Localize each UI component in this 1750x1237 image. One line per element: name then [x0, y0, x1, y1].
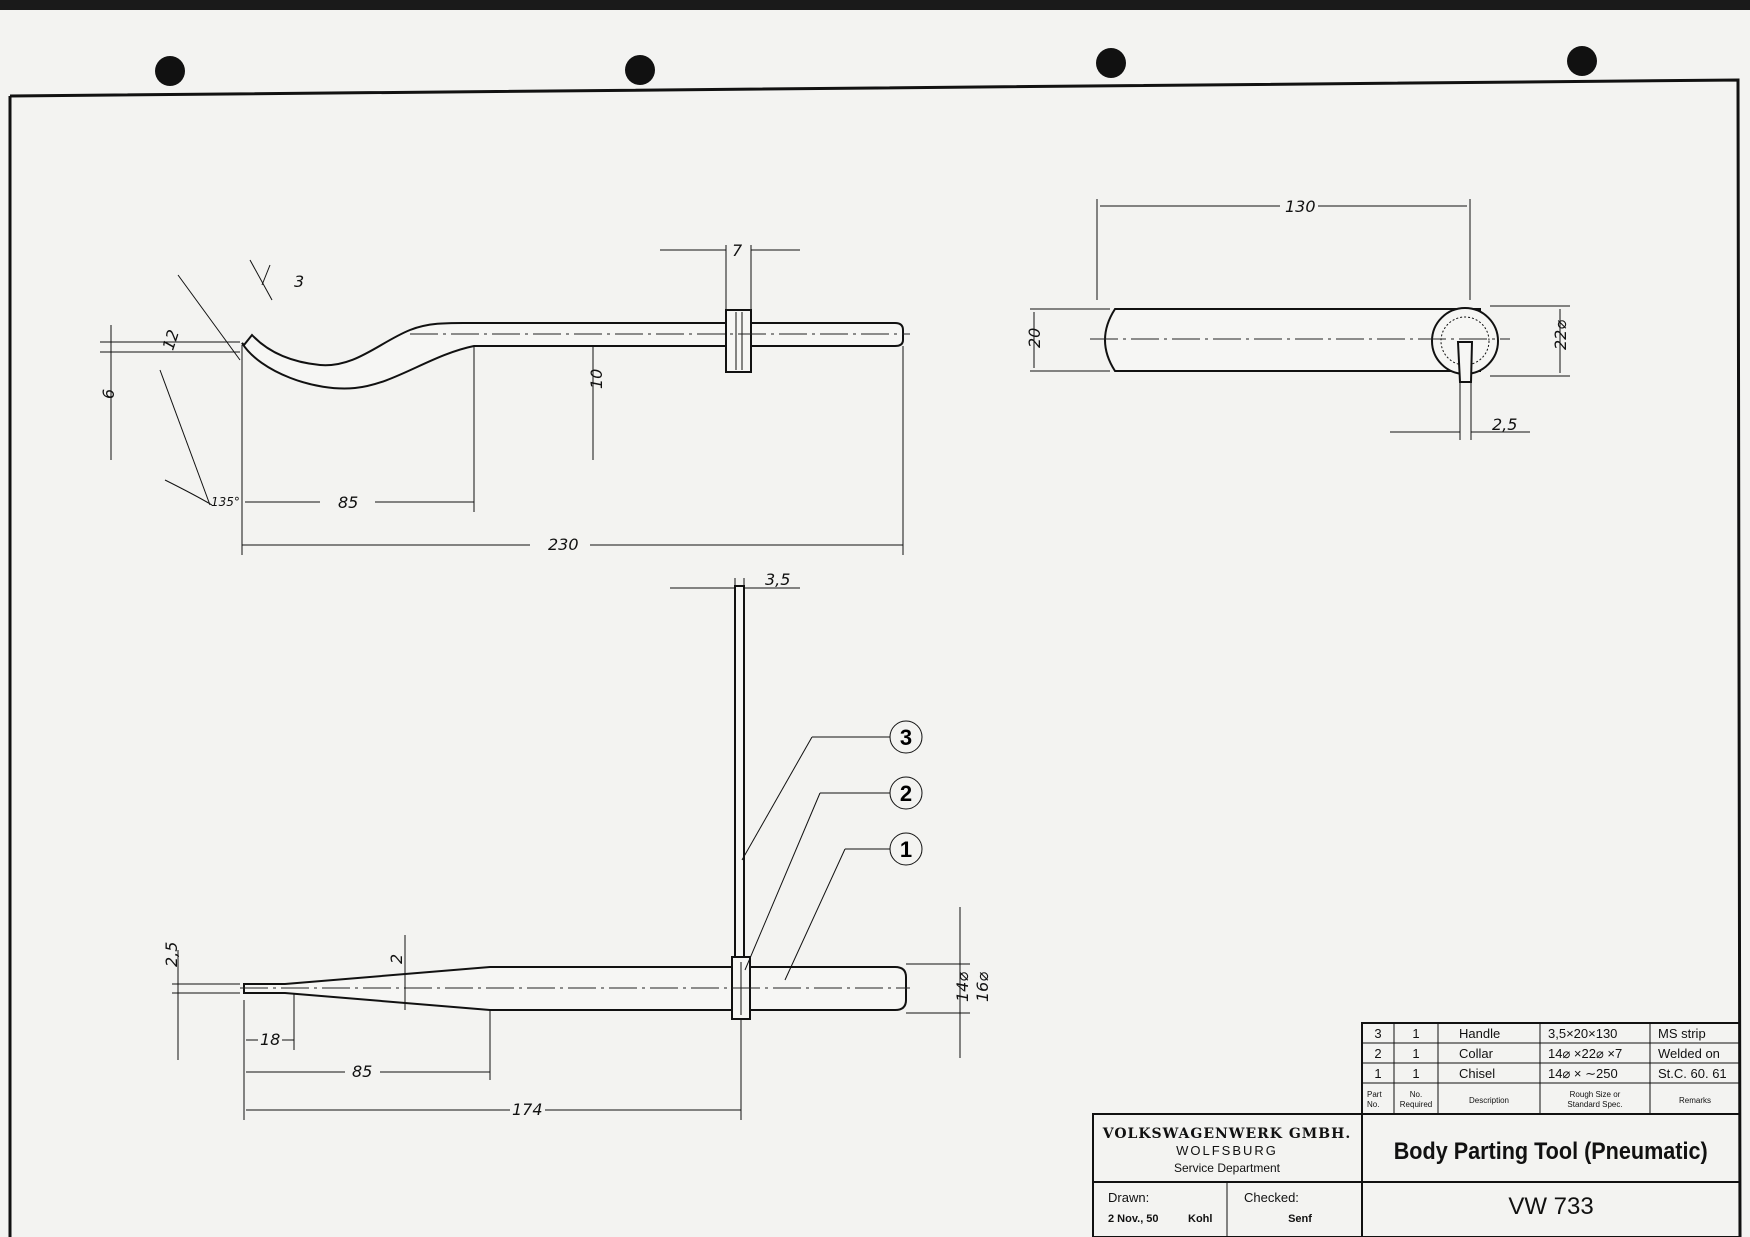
dim-end-25: 2,5 [1492, 415, 1517, 434]
svg-text:Standard Spec.: Standard Spec. [1567, 1100, 1622, 1109]
svg-text:Welded on: Welded on [1658, 1046, 1720, 1061]
drawn-date: 2 Nov., 50 [1108, 1213, 1159, 1225]
svg-text:1: 1 [1412, 1026, 1419, 1041]
collar-side [725, 309, 752, 373]
company-city: WOLFSBURG [1176, 1143, 1278, 1158]
dim-top-35: 3,5 [765, 570, 790, 589]
scan-top-edge [0, 0, 1750, 10]
dim-side-85: 85 [338, 493, 358, 512]
handle-top-view [734, 585, 745, 963]
svg-text:1: 1 [1412, 1066, 1419, 1081]
parts-row-2: 2 1 Collar 14⌀ ×22⌀ ×7 Welded on [1374, 1046, 1720, 1061]
svg-text:MS strip: MS strip [1658, 1026, 1706, 1041]
svg-text:3,5×20×130: 3,5×20×130 [1548, 1026, 1617, 1041]
dim-side-12: 12 [159, 327, 183, 352]
svg-text:No.: No. [1410, 1090, 1422, 1099]
drawn-label: Drawn: [1108, 1190, 1149, 1205]
chisel-body-side [241, 321, 904, 390]
parts-list-headers: Part No. No. Required Description Rough … [1367, 1090, 1711, 1109]
dim-side-230: 230 [548, 535, 579, 554]
dim-top-2: 2 [387, 954, 406, 964]
svg-text:1: 1 [1374, 1066, 1381, 1081]
svg-text:3: 3 [1374, 1026, 1381, 1041]
svg-text:Chisel: Chisel [1459, 1066, 1495, 1081]
svg-text:Remarks: Remarks [1679, 1096, 1711, 1105]
dim-side-6: 6 [99, 389, 118, 399]
dim-top-25: 2,5 [162, 942, 181, 967]
svg-text:Collar: Collar [1459, 1046, 1494, 1061]
punch-hole-4 [1567, 46, 1597, 76]
balloon-3: 3 [741, 720, 923, 861]
dim-top-16: 16⌀ [973, 972, 992, 1002]
dim-top-174: 174 [512, 1100, 543, 1119]
handle-end-view [1104, 308, 1481, 372]
svg-text:1: 1 [900, 837, 912, 862]
svg-text:2: 2 [1374, 1046, 1381, 1061]
svg-text:14⌀ × ∼250: 14⌀ × ∼250 [1548, 1066, 1618, 1081]
svg-text:No.: No. [1367, 1100, 1379, 1109]
svg-text:Handle: Handle [1459, 1026, 1500, 1041]
parts-list: 3 1 Handle 3,5×20×130 MS strip 2 1 Colla… [1361, 1022, 1741, 1115]
svg-text:3: 3 [900, 725, 912, 750]
dim-top-14: 14⌀ [953, 972, 972, 1002]
balloon-2: 2 [744, 776, 923, 971]
svg-text:14⌀ ×22⌀ ×7: 14⌀ ×22⌀ ×7 [1548, 1046, 1622, 1061]
balloon-1: 1 [784, 832, 923, 981]
sheet-border [8, 78, 1742, 1237]
dim-side-10: 10 [587, 369, 606, 389]
punch-hole-1 [155, 56, 185, 86]
parts-row-1: 1 1 Chisel 14⌀ × ∼250 St.C. 60. 61 [1374, 1066, 1726, 1081]
svg-text:Rough Size or: Rough Size or [1570, 1090, 1621, 1099]
svg-text:St.C. 60. 61: St.C. 60. 61 [1658, 1066, 1727, 1081]
svg-text:2: 2 [900, 781, 912, 806]
dim-side-7: 7 [732, 241, 743, 260]
end-view: 130 20 22⌀ 2,5 [1025, 197, 1570, 440]
dim-end-130: 130 [1285, 197, 1316, 216]
punch-hole-3 [1096, 48, 1126, 78]
dim-top-85: 85 [352, 1062, 372, 1081]
company-department: Service Department [1174, 1161, 1281, 1175]
dim-side-3: 3 [294, 272, 304, 291]
svg-text:Part: Part [1367, 1090, 1382, 1099]
drawn-by: Kohl [1188, 1213, 1212, 1225]
dim-end-22: 22⌀ [1551, 320, 1570, 350]
side-view: 3 12 6 10 7 85 230 135° [99, 241, 910, 555]
checked-by: Senf [1288, 1213, 1312, 1225]
punch-hole-2 [625, 55, 655, 85]
svg-text:1: 1 [1412, 1046, 1419, 1061]
svg-text:Description: Description [1469, 1096, 1509, 1105]
drawing-number: VW 733 [1508, 1193, 1593, 1220]
checked-label: Checked: [1244, 1190, 1299, 1205]
parts-row-3: 3 1 Handle 3,5×20×130 MS strip [1374, 1026, 1705, 1041]
svg-text:Required: Required [1400, 1100, 1432, 1109]
dim-top-18: 18 [260, 1030, 280, 1049]
title-block: VOLKSWAGENWERK GMBH. WOLFSBURG Service D… [1092, 1113, 1741, 1237]
top-view: 3 2 1 [162, 570, 992, 1120]
dim-end-20: 20 [1025, 328, 1044, 348]
dim-side-135: 135° [211, 495, 240, 509]
company-name: VOLKSWAGENWERK GMBH. [1102, 1126, 1352, 1142]
drawing-title: Body Parting Tool (Pneumatic) [1394, 1137, 1708, 1164]
